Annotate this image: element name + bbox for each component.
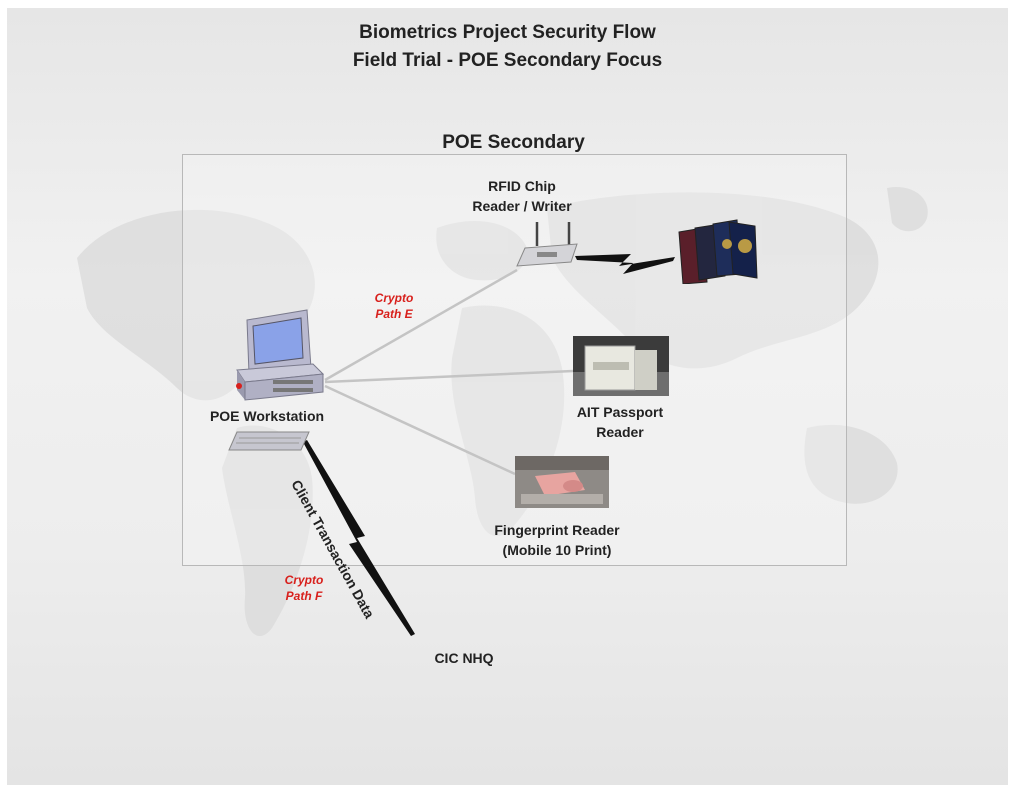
zone-title: POE Secondary — [442, 132, 585, 153]
ait-reader-label: AIT Passport Reader — [555, 402, 685, 442]
passports-icon — [678, 219, 758, 284]
link-ait — [324, 369, 574, 384]
lightning-bolt-icon — [575, 254, 675, 274]
lightning-bolt-icon — [303, 440, 415, 636]
keyboard-icon — [228, 431, 310, 451]
fingerprint-reader-label: Fingerprint Reader (Mobile 10 Print) — [462, 520, 652, 560]
slide-canvas: Biometrics Project Security Flow Field T… — [7, 8, 1008, 785]
cic-nhq-label: CIC NHQ — [434, 650, 494, 666]
fingerprint-scanner-icon — [515, 456, 609, 508]
rfid-label-line2: Reader / Writer — [472, 198, 572, 214]
diagram-title: Biometrics Project Security Flow — [359, 22, 656, 43]
crypto-f-line1: Crypto — [284, 573, 324, 587]
ait-label-line1: AIT Passport — [576, 404, 664, 420]
fingerprint-label-line2: (Mobile 10 Print) — [502, 542, 612, 558]
crypto-e-line2: Path E — [375, 307, 413, 321]
connections-layer — [303, 254, 675, 636]
fingerprint-label-line1: Fingerprint Reader — [494, 522, 620, 538]
crypto-e-line1: Crypto — [374, 291, 414, 305]
rfid-label: RFID Chip Reader / Writer — [447, 176, 597, 216]
ait-label-line2: Reader — [596, 424, 644, 440]
passport-reader-icon — [573, 336, 669, 396]
rfid-reader-icon — [516, 222, 578, 267]
rfid-label-line1: RFID Chip — [488, 178, 556, 194]
crypto-path-e-label: Crypto Path E — [359, 290, 429, 322]
link-fingerprint — [324, 384, 516, 476]
link-rfid — [324, 268, 518, 382]
diagram-subtitle: Field Trial - POE Secondary Focus — [352, 50, 663, 71]
crypto-f-line2: Path F — [285, 589, 323, 603]
computer-icon — [236, 309, 325, 401]
crypto-path-f-label: Crypto Path F — [269, 572, 339, 604]
workstation-label: POE Workstation — [209, 408, 325, 424]
